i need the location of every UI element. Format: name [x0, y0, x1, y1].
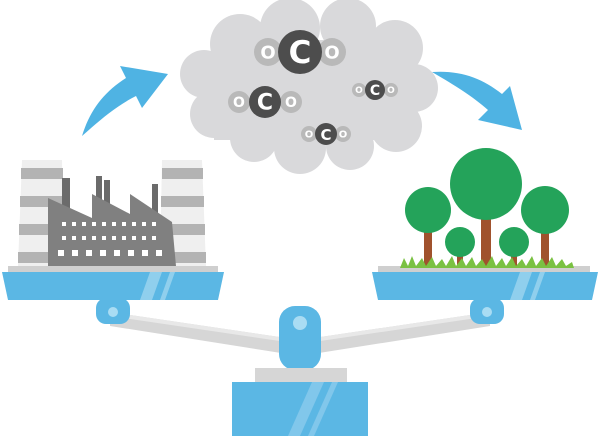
co2-molecule: O OC — [301, 123, 351, 145]
tree-icon — [499, 227, 529, 266]
factory-icon — [18, 160, 206, 266]
arrow-icon — [432, 71, 522, 130]
grass — [400, 256, 574, 268]
co2-molecule: O OC — [352, 80, 398, 100]
scale-pivot — [279, 306, 321, 370]
co2-molecule: O OC — [228, 86, 302, 118]
balance-scale-icon — [96, 298, 504, 436]
carbon-atom — [315, 123, 337, 145]
oxygen-label: O — [387, 86, 395, 96]
tree-icon — [521, 186, 569, 266]
cloud-icon — [180, 0, 438, 174]
carbon-label: C — [370, 83, 380, 99]
oxygen-label: O — [355, 86, 363, 96]
oxygen-label: O — [324, 43, 339, 64]
carbon-atom — [278, 30, 322, 74]
left-pan — [2, 266, 224, 300]
carbon-label: C — [289, 35, 312, 71]
arrow-icon — [82, 66, 168, 136]
oxygen-atom — [228, 91, 250, 113]
right-pan — [372, 266, 598, 300]
oxygen-label: O — [305, 130, 314, 141]
oxygen-atom — [335, 126, 351, 142]
co2-molecule: O OC — [254, 30, 346, 74]
oxygen-atom — [318, 38, 346, 66]
oxygen-atom — [254, 38, 282, 66]
oxygen-atom — [301, 126, 317, 142]
factory-windows — [58, 222, 162, 256]
oxygen-atom — [384, 83, 398, 97]
oxygen-atom — [280, 91, 302, 113]
carbon-label: C — [320, 126, 331, 144]
scale-base-top — [255, 368, 347, 382]
tree-icon — [450, 148, 522, 266]
trees-group — [400, 148, 574, 268]
tree-icon — [445, 227, 475, 266]
oxygen-label: O — [233, 95, 245, 111]
carbon-atom — [249, 86, 281, 118]
oxygen-label: O — [260, 43, 275, 64]
tree-icon — [405, 187, 451, 266]
oxygen-atom — [352, 83, 366, 97]
carbon-label: C — [257, 91, 273, 116]
factory-building — [48, 194, 176, 266]
carbon-atom — [365, 80, 385, 100]
oxygen-label: O — [285, 95, 297, 111]
oxygen-label: O — [339, 130, 348, 141]
